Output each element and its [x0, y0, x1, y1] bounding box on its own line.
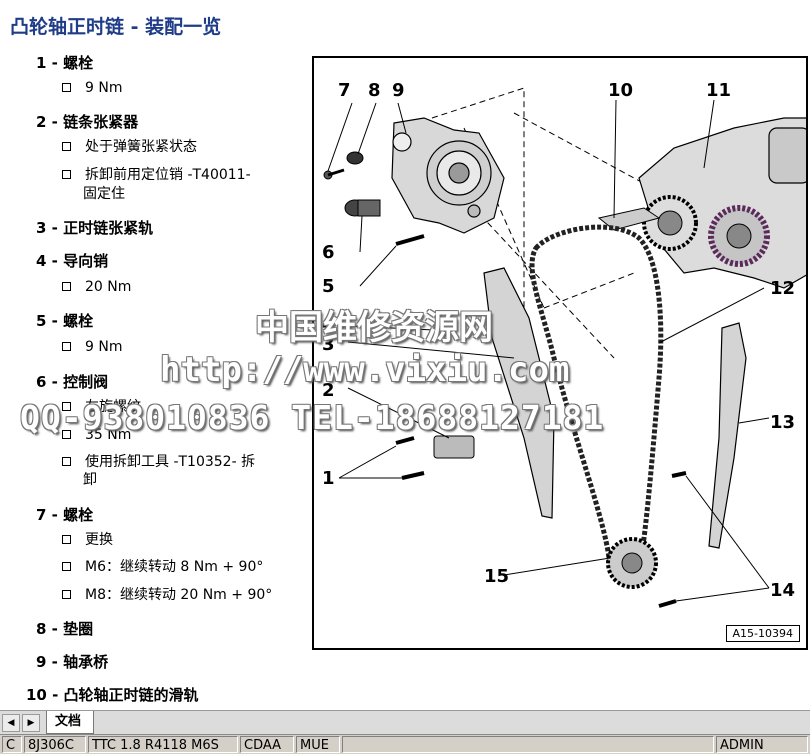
list-item-1: 1 - 螺栓: [36, 54, 94, 72]
list-subitem: 处于弹簧张紧状态: [62, 137, 197, 157]
checkbox-icon: [62, 534, 71, 544]
list-subitem: M8：继续转动 20 Nm + 90°: [62, 585, 272, 605]
status-cell-user: ADMIN: [716, 736, 808, 753]
callout-11: 11: [706, 80, 731, 101]
callout-7: 7: [338, 80, 351, 101]
slide-rail-10: [597, 207, 661, 231]
timing-chain-12: [529, 224, 664, 578]
list-item-6: 6 - 控制阀: [36, 373, 109, 391]
callout-6: 6: [322, 242, 335, 263]
bolts-1: [395, 436, 425, 480]
callout-4: 4: [322, 314, 335, 335]
checkbox-icon: [62, 341, 71, 351]
list-item-7: 7 - 螺栓: [36, 506, 94, 524]
list-subitem: 拆卸前用定位销 -T40011-: [62, 165, 251, 185]
bolt-5: [395, 234, 425, 246]
sheet-tab-bar: ◀ ▶ 文档: [0, 710, 810, 734]
callout-1: 1: [322, 468, 335, 489]
bearing-bridge: [391, 117, 505, 234]
control-valve-6: [344, 199, 381, 217]
callout-5: 5: [322, 276, 335, 297]
status-bar: C 8J306C TTC 1.8 R4118 M6S CDAA MUE ADMI…: [0, 734, 810, 754]
callout-10: 10: [608, 80, 633, 101]
checkbox-icon: [62, 561, 71, 571]
checkbox-icon: [62, 429, 71, 439]
callout-8: 8: [368, 80, 381, 101]
status-cell-code: 8J306C: [24, 736, 86, 753]
bolts-14: [658, 471, 687, 608]
callout-15: 15: [484, 566, 509, 587]
list-subitem-cont: 固定住: [83, 186, 125, 202]
tab-scroll-left-button[interactable]: ◀: [2, 714, 20, 732]
list-item-2: 2 - 链条张紧器: [36, 113, 139, 131]
tensioner-rail-3: [483, 267, 555, 519]
exhaust-cam-gear: [642, 195, 698, 251]
list-subitem: 更换: [62, 530, 113, 550]
checkbox-icon: [62, 589, 71, 599]
checkbox-icon: [62, 141, 71, 151]
crank-sprocket-15: [606, 537, 658, 589]
list-subitem: 20 Nm: [62, 277, 131, 297]
callout-9: 9: [392, 80, 405, 101]
checkbox-icon: [62, 281, 71, 291]
list-subitem: 9 Nm: [62, 337, 122, 357]
list-item-10: 10 - 凸轮轴正时链的滑轨: [26, 686, 199, 704]
list-subitem: 使用拆卸工具 -T10352- 拆: [62, 452, 255, 472]
callout-12: 12: [770, 278, 795, 299]
assembly-diagram: 7 8 9 10 11 6 5 12 4 3 2 13 1 15 14 A15-…: [312, 56, 808, 650]
list-item-4: 4 - 导向销: [36, 252, 109, 270]
list-item-9: 9 - 轴承桥: [36, 653, 109, 671]
status-cell-empty: [342, 736, 714, 753]
tab-document[interactable]: 文档: [46, 711, 95, 734]
page-title: 凸轮轴正时链 - 装配一览: [10, 16, 222, 38]
intake-cam-gear: [708, 205, 770, 267]
status-cell-engine: TTC 1.8 R4118 M6S: [88, 736, 238, 753]
status-cell-language: MUE: [296, 736, 340, 753]
checkbox-icon: [62, 169, 71, 179]
callout-14: 14: [770, 580, 795, 601]
list-subitem: M6：继续转动 8 Nm + 90°: [62, 557, 263, 577]
list-item-3: 3 - 正时链张紧轨: [36, 219, 154, 237]
guide-pin-4: [433, 323, 451, 337]
list-subitem: 左旋螺纹: [62, 397, 141, 417]
checkbox-icon: [62, 456, 71, 466]
list-subitem-cont: 卸: [83, 472, 97, 488]
guide-rail-13: [708, 322, 747, 549]
exploded-view-drawing: 7 8 9 10 11 6 5 12 4 3 2 13 1 15 14: [322, 80, 806, 608]
checkbox-icon: [62, 401, 71, 411]
callout-2: 2: [322, 380, 335, 401]
bolt-7: [323, 168, 345, 180]
list-subitem: 9 Nm: [62, 78, 122, 98]
callout-13: 13: [770, 412, 795, 433]
status-cell-mode: C: [2, 736, 22, 753]
chain-tensioner-2: [433, 435, 475, 459]
list-subitem: 35 Nm: [62, 425, 131, 445]
washer-8: [346, 151, 364, 165]
status-cell-engine-code: CDAA: [240, 736, 294, 753]
tab-scroll-right-button[interactable]: ▶: [22, 714, 40, 732]
list-item-5: 5 - 螺栓: [36, 312, 94, 330]
figure-reference: A15-10394: [725, 625, 800, 642]
checkbox-icon: [62, 82, 71, 92]
list-item-8: 8 - 垫圈: [36, 620, 94, 638]
callout-3: 3: [322, 334, 335, 355]
